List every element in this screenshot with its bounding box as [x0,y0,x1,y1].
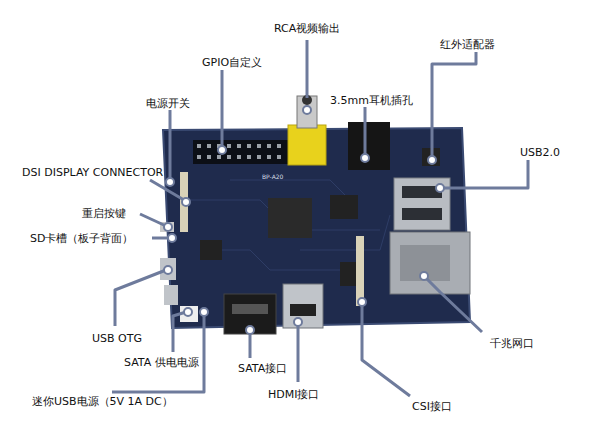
sata-slot [232,304,268,314]
callout-label: HDMI接口 [268,388,319,401]
pmu-chip [200,240,222,260]
audio-jack [348,122,390,170]
callout-label: SD卡槽（板子背面） [30,232,133,245]
leader-lines [112,40,528,396]
usb-port [394,178,450,230]
callout-label: 迷你USB电源（5V 1A DC） [32,395,173,408]
callout-label: GPIO自定义 [202,56,262,69]
callout-label: USB2.0 [520,146,560,159]
callout-label: CSI接口 [412,400,452,413]
gpio-header [193,140,291,164]
callout-label: SATA接口 [238,362,287,375]
hdmi-slot [290,304,316,316]
sata-port [224,294,276,334]
callout-label: RCA视频输出 [274,22,340,35]
callout-label: DSI DISPLAY CONNECTOR [22,166,163,179]
hdmi-port [283,284,323,328]
ethernet-socket [400,245,450,281]
usb-otg-port [160,258,176,280]
ram-chip [330,195,358,219]
usb-slot [402,208,442,220]
callout-label: 千兆网口 [490,337,534,350]
ethernet-port [390,232,470,294]
soc-chip [268,198,312,238]
silkscreen-label: BP-A20 [262,173,283,180]
leader-dots [164,106,444,334]
rca-jack [288,125,326,165]
callout-label: 重启按键 [82,207,126,220]
gpio-pins [197,144,281,159]
callout-label: 红外适配器 [440,38,495,51]
callout-label: 3.5mm耳机插孔 [330,94,413,107]
callout-label: 电源开关 [146,97,190,110]
csi-connector [356,236,364,306]
mini-usb-port [164,285,178,305]
callout-label: USB OTG [92,332,142,345]
rca-barrel [297,96,317,128]
callout-label: SATA 供电电源 [124,356,199,369]
